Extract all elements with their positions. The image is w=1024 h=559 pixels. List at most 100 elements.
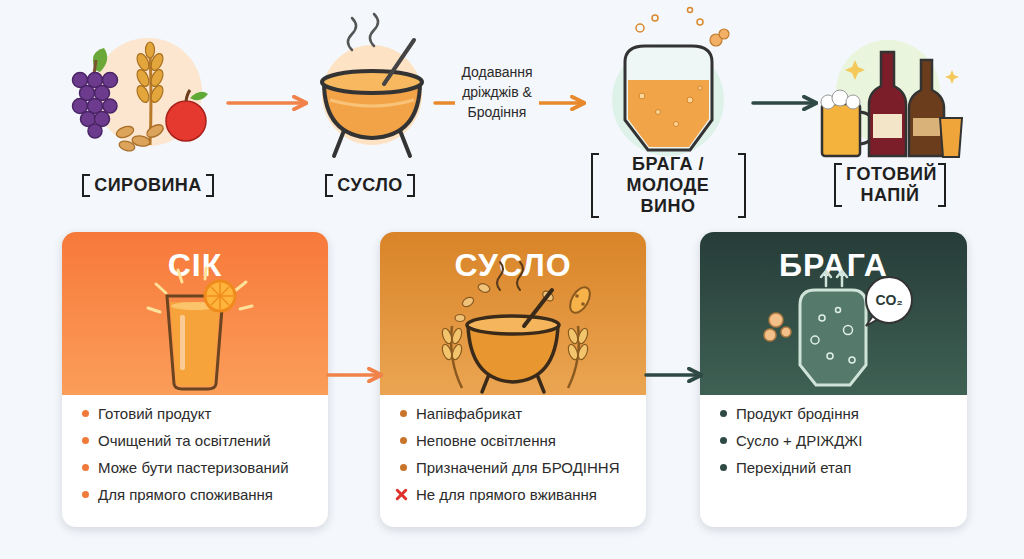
stage-label: СУСЛО <box>325 174 415 197</box>
wort-card-icon <box>451 326 462 388</box>
raw-materials-icon <box>95 112 110 127</box>
drinks-icon <box>822 104 860 156</box>
juice-icon <box>240 306 252 309</box>
raw-materials-icon <box>73 99 88 114</box>
braga-tank-icon <box>811 336 819 344</box>
wort-card-icon <box>567 327 580 345</box>
wort-card-icon <box>568 326 579 388</box>
juice-icon <box>219 283 221 309</box>
fermenter-icon <box>652 15 658 21</box>
wort-card-icon <box>461 296 475 309</box>
wort-pot-icon <box>334 128 345 156</box>
drinks-icon <box>821 95 835 109</box>
wort-card-icon <box>524 290 552 326</box>
braga-tank-icon <box>849 357 855 363</box>
wort-card-icon <box>567 343 580 361</box>
braga-tank-icon <box>866 314 880 326</box>
drinks-icon <box>832 90 848 106</box>
stage-node: СУСЛО <box>305 40 435 200</box>
braga-tank-icon <box>800 290 866 385</box>
info-card: СІКГотовий продуктОчищений та освітлений… <box>62 232 328 527</box>
drinks-icon <box>845 60 865 80</box>
raw-materials-icon <box>94 38 202 146</box>
raw-materials-icon <box>115 124 135 140</box>
braga-tank-icon <box>811 308 855 364</box>
braga-tank-icon <box>866 277 912 323</box>
drinks-icon <box>869 52 906 156</box>
card-bullet: Для прямого споживання <box>98 485 322 504</box>
card-bullet: Очищений та освітлений <box>98 431 322 450</box>
braga-tank-icon <box>769 313 783 327</box>
card-bullet: Може бути пастеризований <box>98 458 322 477</box>
raw-materials-icon <box>135 84 152 105</box>
raw-materials-icon <box>149 84 166 105</box>
card-bullet: Продукт бродіння <box>736 404 961 423</box>
fermenter-icon <box>688 8 693 13</box>
wort-card-icon <box>575 294 579 298</box>
gas-label: CO₂ <box>867 291 911 309</box>
stage-label: ГОТОВИЙ НАПІЙ <box>834 163 946 207</box>
raw-materials-icon <box>118 140 136 153</box>
juice-icon <box>205 281 235 311</box>
stage-node: ГОТОВИЙ НАПІЙ <box>815 40 965 200</box>
juice-icon <box>167 296 223 389</box>
fermenter-icon <box>628 80 709 147</box>
card-bullet: Напівфабрикат <box>416 404 640 423</box>
raw-materials-icon <box>94 60 96 74</box>
card-bullet: Перехідний етап <box>736 458 961 477</box>
stage-node: БРАГА / МОЛОДЕ ВИНО <box>583 40 753 200</box>
juice-icon <box>205 268 206 279</box>
arrow-marker <box>228 103 815 375</box>
braga-tank-icon <box>819 315 825 321</box>
raw-materials-icon <box>146 42 155 58</box>
juice-icon <box>170 302 220 386</box>
flow-arrow <box>328 373 380 377</box>
wort-card-icon <box>517 262 523 290</box>
raw-materials-icon <box>115 122 165 152</box>
wort-card-icon <box>455 315 465 322</box>
braga-tank-icon <box>764 313 791 341</box>
raw-materials-icon <box>103 99 117 113</box>
wort-pot-icon <box>322 71 422 93</box>
wort-pot-icon <box>399 128 410 156</box>
juice-icon <box>148 268 252 312</box>
wort-card-icon <box>451 343 464 361</box>
wort-card-icon <box>441 327 454 345</box>
fermenter-icon <box>612 44 724 156</box>
wort-card-icon <box>566 284 594 316</box>
fermenter-icon <box>697 19 703 25</box>
fermenter-icon <box>656 110 661 115</box>
raw-materials-icon <box>145 122 166 140</box>
edge-label: Додавання дріжджів & Бродіння <box>455 62 539 122</box>
raw-materials-icon <box>135 52 152 73</box>
wort-card-icon <box>441 262 594 392</box>
raw-materials-icon <box>103 73 118 88</box>
braga-tank-icon <box>825 272 828 286</box>
braga-tank-icon <box>836 308 841 313</box>
fermenter-icon <box>674 122 679 127</box>
raw-materials-icon <box>73 73 88 88</box>
raw-materials-icon <box>73 73 118 139</box>
card-heading: СУСЛО <box>380 246 646 284</box>
raw-materials-icon <box>135 42 166 104</box>
raw-materials-icon <box>149 68 166 89</box>
braga-tank-icon <box>821 271 847 286</box>
wort-card-icon <box>441 327 590 361</box>
wort-card-icon <box>536 372 544 392</box>
fermenter-icon <box>625 46 712 150</box>
raw-materials-icon <box>88 73 103 88</box>
braga-tank-icon <box>841 272 844 286</box>
wort-pot-icon <box>324 82 420 138</box>
drinks-icon <box>940 118 962 157</box>
fermenter-icon <box>612 8 729 157</box>
wort-card-icon <box>441 343 454 361</box>
info-card: БРАГАПродукт бродінняСусло + ДРІЖДЖІПере… <box>700 232 967 527</box>
card-bullet: Сусло + ДРІЖДЖІ <box>736 431 961 450</box>
wort-card-icon <box>541 289 555 303</box>
juice-icon <box>156 284 166 293</box>
braga-tank-icon <box>764 271 912 385</box>
braga-tank-icon <box>827 353 833 359</box>
drinks-icon <box>821 90 860 109</box>
raw-materials-icon <box>88 124 102 138</box>
